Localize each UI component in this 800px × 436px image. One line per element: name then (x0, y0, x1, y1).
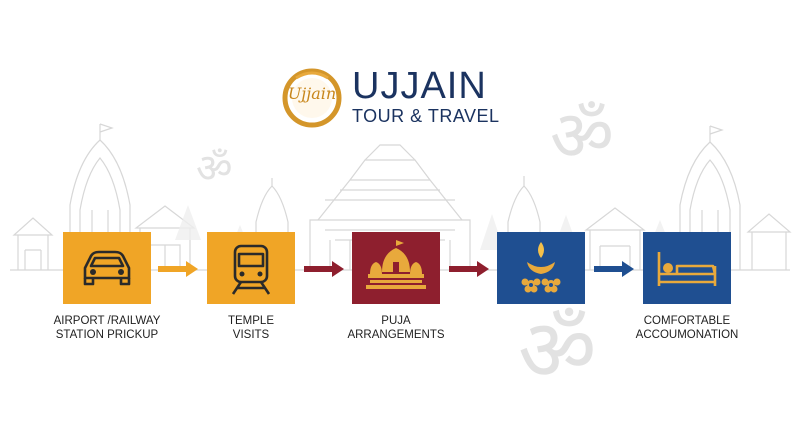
step-label-accommodation: COMFORTABLE ACCOUMONATION (612, 314, 762, 342)
flow-arrow-4 (594, 261, 634, 277)
step-label-line: COMFORTABLE (643, 315, 731, 327)
step-label-line: VISITS (232, 329, 270, 341)
step-tile-pickup (63, 232, 151, 304)
logo-emblem: Ujjain (280, 66, 344, 130)
step-tile-diya (497, 232, 585, 304)
step-label-pickup: AIRPORT /RAILWAY STATION PRICKUP (32, 314, 182, 342)
step-tile-temple-visits (207, 232, 295, 304)
flow-arrow-1 (158, 261, 198, 277)
step-tile-accommodation (643, 232, 731, 304)
train-icon (207, 232, 295, 304)
sun-emblem-icon (282, 68, 342, 128)
temple-icon (352, 232, 440, 304)
step-label-temple-visits: TEMPLE VISITS (176, 314, 326, 342)
step-label-puja: PUJA ARRANGEMENTS (321, 314, 471, 342)
flow-arrow-2 (304, 261, 344, 277)
step-label-line: AIRPORT /RAILWAY (53, 315, 161, 327)
car-icon (63, 232, 151, 304)
diya-flowers-icon (497, 232, 585, 304)
step-tile-puja (352, 232, 440, 304)
brand-tagline: TOUR & TRAVEL (352, 106, 500, 126)
bed-icon (643, 232, 731, 304)
logo-emblem-text: Ujjain (287, 84, 337, 103)
step-label-line: PUJA (381, 315, 411, 327)
step-label-line: ACCOUMONATION (635, 329, 739, 341)
flow-arrow-3 (449, 261, 489, 277)
svg-text:ॐ: ॐ (550, 95, 614, 177)
step-label-line: TEMPLE (227, 315, 274, 327)
svg-text:ॐ: ॐ (518, 301, 596, 401)
brand-name: UJJAIN (352, 65, 487, 107)
svg-text:ॐ: ॐ (196, 146, 232, 192)
step-label-line: ARRANGEMENTS (347, 329, 445, 341)
step-label-line: STATION PRICKUP (55, 329, 159, 341)
